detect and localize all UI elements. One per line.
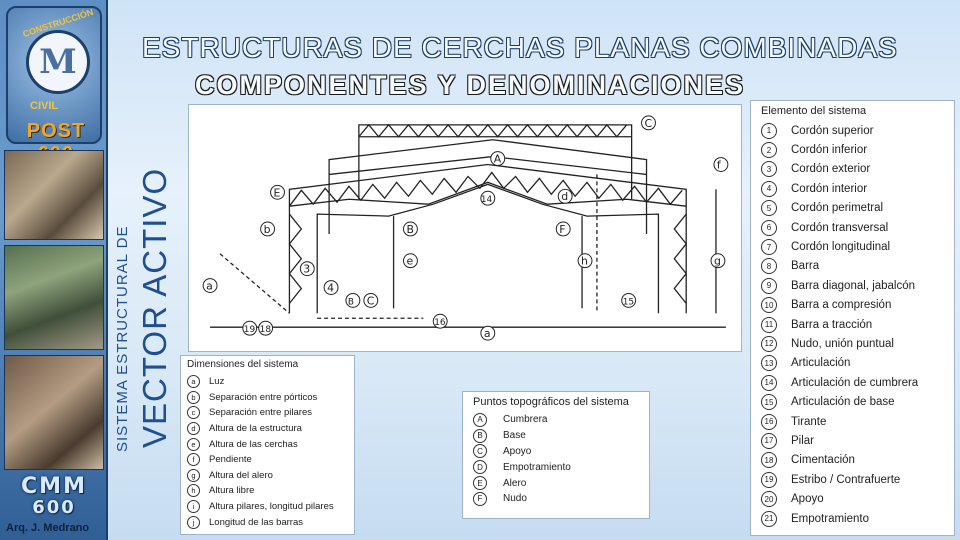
label-16: 16 bbox=[434, 318, 446, 328]
page-title: ESTRUCTURAS DE CERCHAS PLANAS COMBINADAS bbox=[142, 32, 898, 63]
left-photo-strip: CONSTRUCCIÓN M CIVIL POST 600 CMM 600 Ar… bbox=[0, 0, 108, 540]
label-e: e bbox=[406, 255, 413, 268]
label-g: g bbox=[714, 255, 721, 268]
cmm-logo: CMM 600 bbox=[21, 474, 87, 518]
label-b: b bbox=[264, 223, 271, 236]
page-subtitle: COMPONENTES Y DENOMINACIONES bbox=[195, 70, 746, 100]
label-14: 14 bbox=[481, 195, 493, 205]
truss-diagram: C A E f d 14 b B F 3 e h g a 4 B C 15 19… bbox=[202, 115, 729, 341]
label-E: E bbox=[274, 186, 281, 199]
label-B: B bbox=[406, 223, 413, 236]
label-19: 19 bbox=[244, 325, 256, 335]
dimensions-panel-title: Dimensiones del sistema bbox=[187, 359, 299, 370]
vertical-title-large: VECTOR ACTIVO bbox=[136, 167, 173, 448]
truss-structure-drawing: C A E f d 14 b B F 3 e h g a 4 B C 15 19… bbox=[188, 104, 742, 352]
label-4: 4 bbox=[327, 281, 334, 294]
label-a-side: a bbox=[206, 280, 213, 293]
label-18: 18 bbox=[260, 325, 272, 335]
label-a: a bbox=[484, 327, 491, 340]
label-c: C bbox=[367, 294, 375, 307]
label-3: 3 bbox=[303, 263, 310, 276]
logo-mid-text: CIVIL bbox=[30, 100, 59, 112]
label-d: d bbox=[561, 190, 568, 203]
author-credit: Arq. J. Medrano bbox=[6, 522, 90, 534]
vertical-title-small: SISTEMA ESTRUCTURAL DE bbox=[114, 225, 131, 452]
points-panel-title: Puntos topográficos del sistema bbox=[473, 396, 629, 408]
construccion-logo: CONSTRUCCIÓN M CIVIL POST 600 bbox=[6, 6, 102, 165]
logo-badge: M bbox=[26, 30, 90, 94]
photo-field-construction bbox=[4, 245, 104, 350]
photo-building-model bbox=[4, 355, 104, 470]
label-C: C bbox=[645, 117, 653, 130]
label-B-C: B bbox=[348, 297, 354, 307]
label-A: A bbox=[494, 153, 502, 166]
label-h: h bbox=[581, 255, 588, 268]
label-f: f bbox=[717, 158, 722, 171]
label-F: F bbox=[559, 223, 565, 236]
label-15: 15 bbox=[623, 297, 634, 307]
photo-students-working bbox=[4, 150, 104, 240]
elements-panel-title: Elemento del sistema bbox=[761, 105, 867, 117]
